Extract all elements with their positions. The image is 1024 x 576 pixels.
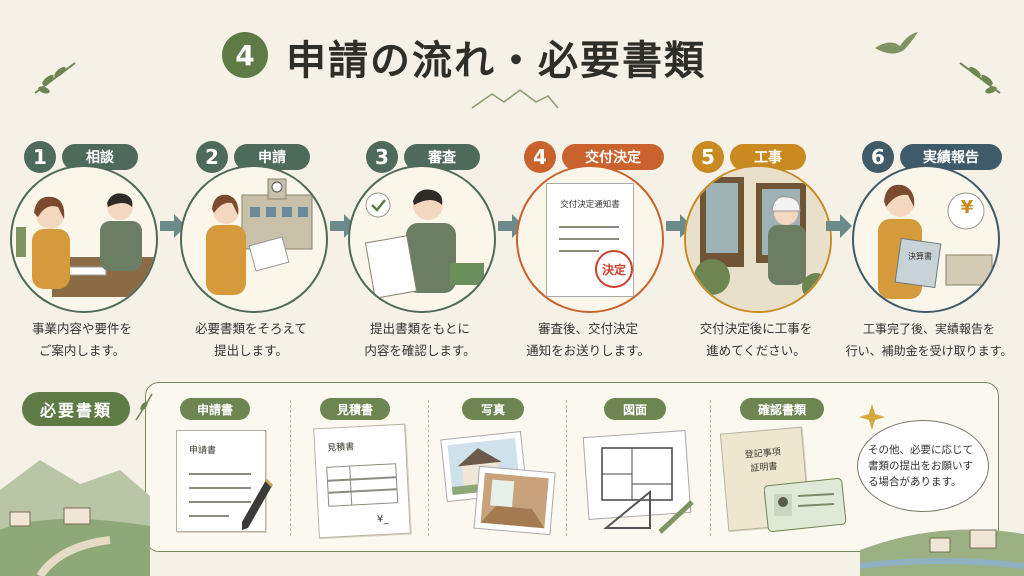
doc-estimate-title: 見積書 — [327, 442, 355, 454]
divider-2 — [428, 400, 429, 536]
notice-title: 交付決定通知書 — [560, 200, 620, 210]
step-5-description: 交付決定後に工事を 進めてください。 — [671, 318, 841, 362]
photos-icon — [440, 431, 556, 536]
step-3-desc-line1: 提出書類をもとに — [370, 321, 470, 336]
divider-3 — [566, 400, 567, 536]
step-4-description: 審査後、交付決定 通知をお送りします。 — [503, 318, 673, 362]
step-1-number: 1 — [24, 141, 56, 173]
leaf-left-icon — [34, 62, 76, 94]
leaf-right-icon — [959, 62, 1001, 94]
step-5-number: 5 — [692, 141, 724, 173]
sparkle-icon — [859, 404, 885, 430]
village-landscape-right-icon — [860, 529, 1024, 576]
step-3-desc-line2: 内容を確認します。 — [364, 343, 476, 358]
note-text: その他、必要に応じて書類の提出をお願いする場合があります。 — [868, 444, 973, 488]
title-number-badge: 4 — [222, 32, 268, 78]
page-title: 申請の流れ・必要書類 — [286, 38, 706, 84]
step-6-number: 6 — [862, 141, 894, 173]
estimate-yen-mark: ¥_ — [376, 513, 389, 526]
docs-leaf-icon — [135, 393, 153, 421]
step-3-description: 提出書類をもとに 内容を確認します。 — [335, 318, 505, 362]
divider-1 — [290, 400, 291, 536]
step-2-desc-line2: 提出します。 — [214, 343, 288, 358]
report-doc-label: 決算書 — [908, 252, 932, 261]
step-2-number: 2 — [196, 141, 228, 173]
construction-icon — [686, 167, 830, 311]
doc-estimate-label: 見積書 — [320, 398, 390, 420]
application-icon — [206, 178, 313, 295]
step-2-desc-line1: 必要書類をそろえて — [195, 321, 307, 336]
doc-floorplan-label: 図面 — [604, 398, 666, 420]
village-landscape-left-icon — [0, 460, 150, 576]
pen-icon — [242, 478, 274, 530]
id-card-icon — [764, 477, 847, 532]
step-6-illustration: ¥ 決算書 — [852, 165, 1000, 313]
step-4-number: 4 — [524, 141, 556, 173]
step-5-desc-line2: 進めてください。 — [706, 343, 806, 358]
note-bubble — [857, 420, 989, 512]
consultation-icon — [16, 193, 156, 297]
step-5-desc-line1: 交付決定後に工事を — [699, 321, 813, 336]
step-1-label: 相談 — [62, 144, 138, 170]
step-6-desc-line1: 工事完了後、実績報告を — [862, 322, 995, 336]
arrow-1-icon — [160, 214, 186, 238]
doc-application-label: 申請書 — [180, 398, 250, 420]
required-docs-tag: 必要書類 — [22, 392, 130, 426]
step-4-illustration: 交付決定通知書 決定 — [516, 165, 664, 313]
step-4-desc-line2: 通知をお送りします。 — [526, 343, 650, 358]
step-6-desc-line2: 行い、補助金を受け取ります。 — [845, 344, 1013, 358]
doc-verification-label: 確認書類 — [740, 398, 824, 420]
report-icon — [878, 184, 993, 299]
step-4-desc-line1: 審査後、交付決定 — [537, 321, 638, 336]
notice-document: 交付決定通知書 決定 — [546, 183, 634, 297]
step-5-illustration — [684, 165, 832, 313]
divider-4 — [710, 400, 711, 536]
step-6-description: 工事完了後、実績報告を 行い、補助金を受け取ります。 — [839, 318, 1019, 362]
step-1-description: 事業内容や要件を ご案内します。 — [0, 318, 167, 362]
review-icon — [364, 189, 484, 299]
step-1-desc-line2: ご案内します。 — [38, 343, 126, 358]
step-1-illustration — [10, 165, 158, 313]
estimate-table — [326, 463, 399, 507]
bird-icon — [875, 32, 918, 54]
required-docs-panel — [145, 382, 999, 552]
step-2-description: 必要書類をそろえて 提出します。 — [166, 318, 336, 362]
doc-estimate-paper: 見積書 ¥_ — [313, 423, 411, 539]
yen-symbol: ¥ — [960, 197, 974, 218]
floorplan-icon — [582, 430, 694, 534]
step-1-header: 1 相談 — [24, 140, 138, 174]
step-1-desc-line1: 事業内容や要件を — [31, 321, 132, 336]
mountains-icon — [471, 89, 559, 109]
approval-stamp: 決定 — [595, 250, 633, 288]
step-3-number: 3 — [366, 141, 398, 173]
step-2-illustration — [180, 165, 328, 313]
doc-photo-label: 写真 — [462, 398, 524, 420]
step-3-illustration — [348, 165, 496, 313]
arrow-5-icon — [826, 214, 852, 238]
certificate-title: 登記事項 証明書 — [722, 444, 804, 479]
title-area: 4 申請の流れ・必要書類 — [0, 22, 1024, 92]
doc-application-title: 申請書 — [189, 446, 217, 456]
